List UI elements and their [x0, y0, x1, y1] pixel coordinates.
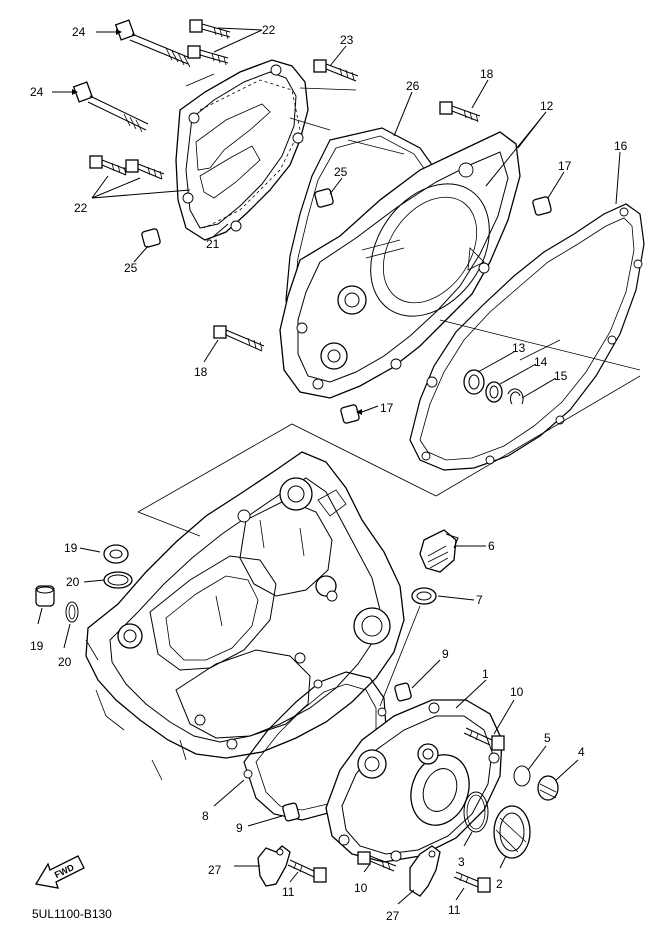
assembly-outline-upper — [185, 73, 641, 497]
callout-22: 22 — [74, 201, 88, 215]
callout-22: 22 — [262, 23, 276, 37]
assembly-outline-lower — [137, 423, 437, 781]
seal-19-upper — [103, 544, 129, 564]
callout-11: 11 — [448, 903, 461, 917]
dowel-9-lower — [282, 802, 300, 822]
callout-9: 9 — [236, 821, 243, 835]
callout-7: 7 — [476, 593, 483, 607]
o-ring-7 — [411, 587, 437, 605]
bolt-10-lower — [357, 851, 397, 872]
fwd-arrow: FWD — [34, 855, 85, 889]
callout-26: 26 — [406, 79, 420, 93]
bolt-18-upper — [439, 101, 481, 123]
bolt-11-left — [287, 859, 327, 883]
seal-19-lower — [35, 585, 55, 607]
callout-27: 27 — [208, 863, 222, 877]
bolt-11-right — [453, 871, 491, 893]
o-ring-3 — [463, 791, 489, 833]
bolt-18-lower — [213, 325, 265, 352]
diagram-code: 5UL1100-B130 — [32, 907, 112, 921]
callout-3: 3 — [458, 855, 465, 869]
callout-12: 12 — [540, 99, 554, 113]
callout-10: 10 — [354, 881, 368, 895]
callout-2: 2 — [496, 877, 503, 891]
callout-27: 27 — [386, 909, 400, 923]
callout-5: 5 — [544, 731, 551, 745]
callout-15: 15 — [554, 369, 568, 383]
crankcase — [85, 451, 405, 761]
callout-14: 14 — [534, 355, 548, 369]
callout-25: 25 — [334, 165, 348, 179]
callout-8: 8 — [202, 809, 209, 823]
callout-20: 20 — [66, 575, 80, 589]
callout-24: 24 — [72, 25, 86, 39]
callout-10: 10 — [510, 685, 524, 699]
callout-9: 9 — [442, 647, 449, 661]
circlip-15 — [507, 388, 524, 405]
callout-13: 13 — [512, 341, 526, 355]
clamp-27-left — [257, 845, 291, 887]
bolts-22 — [89, 19, 231, 180]
o-ring-20-upper — [103, 571, 133, 589]
callout-6: 6 — [488, 539, 495, 553]
bolt-10-upper — [463, 727, 505, 751]
dowel-17-lower — [340, 404, 360, 424]
bolt-24-lower — [72, 81, 149, 133]
callout-11: 11 — [282, 885, 295, 899]
o-ring-5 — [513, 765, 531, 787]
dowel-25-left — [141, 228, 161, 248]
callout-17: 17 — [380, 401, 394, 415]
dowel-25-right — [314, 188, 334, 208]
gasket-16 — [409, 203, 645, 471]
callout-20: 20 — [58, 655, 72, 669]
callout-16: 16 — [614, 139, 628, 153]
clamp-27-right — [409, 845, 441, 897]
crankcase-cover-12 — [279, 131, 521, 399]
dowel-9-upper — [394, 682, 412, 702]
callout-1: 1 — [482, 667, 489, 681]
callout-17: 17 — [558, 159, 572, 173]
callout-leaders — [37, 27, 621, 905]
callout-24: 24 — [30, 85, 44, 99]
callout-19: 19 — [64, 541, 78, 555]
clutch-cover-21 — [175, 59, 309, 241]
dowel-17-upper — [532, 196, 552, 216]
callout-25: 25 — [124, 261, 138, 275]
plug-4 — [537, 775, 559, 801]
callout-23: 23 — [340, 33, 354, 47]
callout-4: 4 — [578, 745, 585, 759]
seal-13 — [463, 369, 485, 395]
callout-19: 19 — [30, 639, 44, 653]
callout-labels: 24 22 23 24 18 26 12 16 17 25 22 21 25 1… — [30, 23, 628, 923]
oil-filler-plug-6 — [419, 529, 459, 573]
callout-18: 18 — [480, 67, 494, 81]
bolt-24-upper — [114, 19, 191, 68]
bolt-23 — [313, 59, 359, 82]
callout-21: 21 — [206, 237, 220, 251]
o-ring-20-lower — [65, 601, 79, 623]
plug-2 — [493, 805, 531, 859]
washer-14 — [485, 381, 503, 403]
crankcase-cover-1 — [325, 699, 503, 863]
callout-18: 18 — [194, 365, 208, 379]
